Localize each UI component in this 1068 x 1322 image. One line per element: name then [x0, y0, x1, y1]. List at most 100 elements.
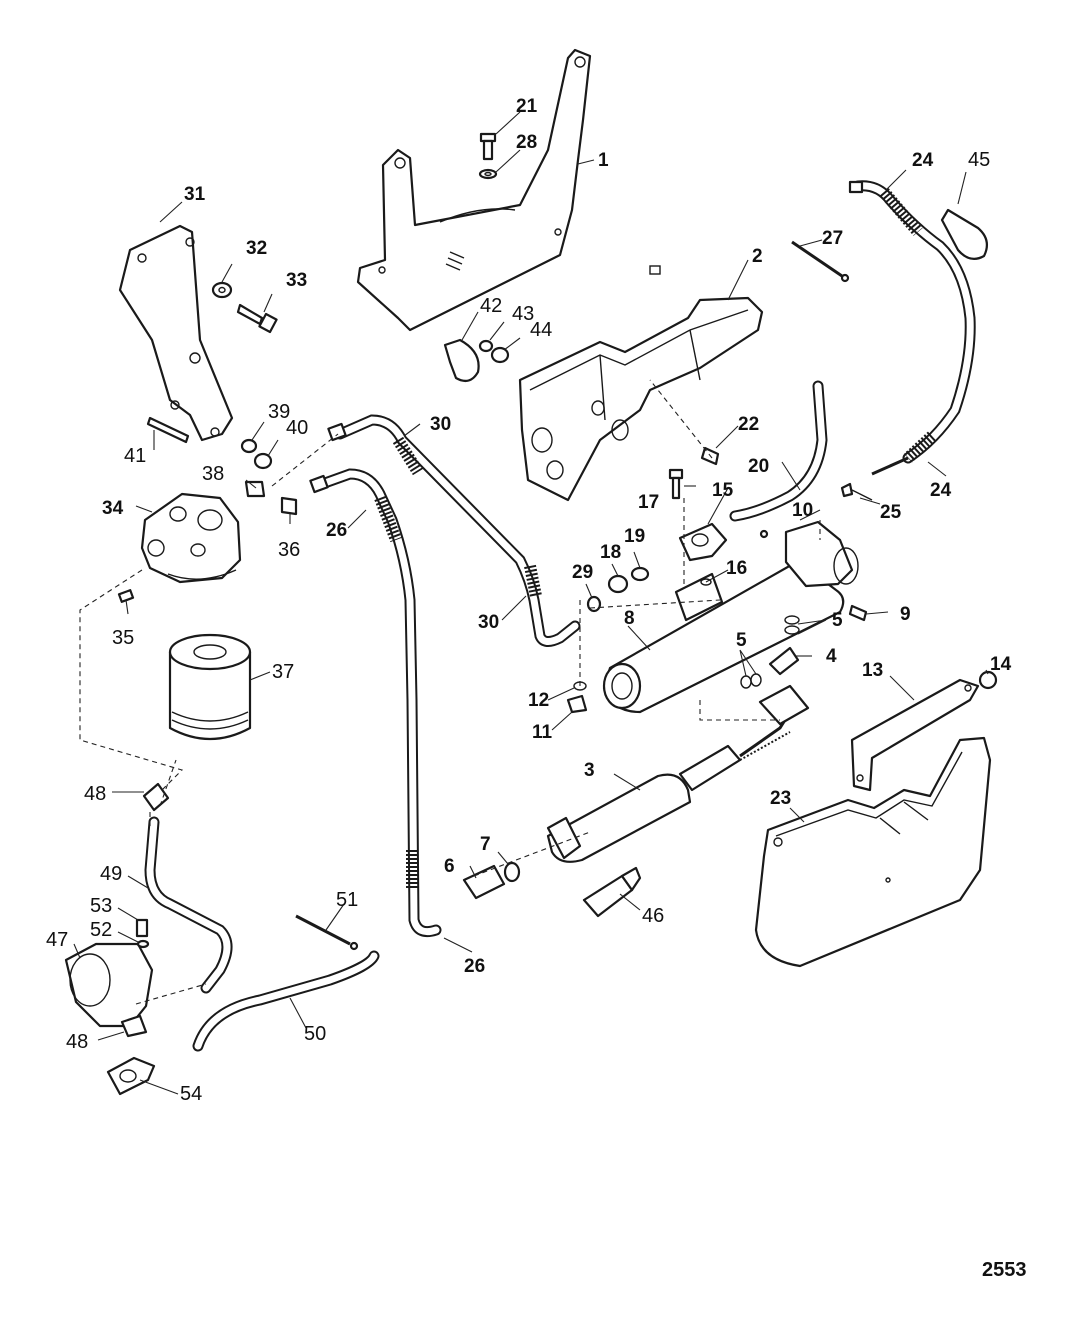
- part-5-orings: [740, 615, 800, 689]
- part-18-fitting: [607, 574, 629, 594]
- callout-26a: 26: [326, 520, 347, 541]
- part-15-pressure-switch: [678, 522, 728, 562]
- figure-number: 2553: [982, 1259, 1027, 1281]
- callout-20: 20: [748, 456, 769, 477]
- callout-7: 7: [480, 834, 491, 855]
- part-43-washer: [478, 339, 494, 353]
- part-31-bracket: [118, 224, 234, 442]
- part-42-clamp: [443, 338, 480, 383]
- callout-42: 42: [480, 295, 502, 317]
- part-25-fitting: [840, 482, 873, 501]
- part-49-fuel-line: [144, 816, 233, 994]
- part-54-gasket: [106, 1056, 156, 1096]
- callout-8: 8: [624, 608, 635, 629]
- callout-18: 18: [600, 542, 621, 563]
- part-30-fuel-line: [327, 414, 581, 647]
- part-53-screw: [135, 918, 149, 938]
- callout-19: 19: [624, 526, 645, 547]
- callout-46: 46: [642, 905, 664, 927]
- callout-2: 2: [752, 246, 763, 267]
- callout-27: 27: [822, 228, 843, 249]
- callout-24b: 24: [930, 480, 952, 501]
- part-3-fuel-pump: [546, 684, 810, 863]
- callout-4: 4: [826, 646, 837, 667]
- callout-50: 50: [304, 1023, 326, 1045]
- callout-31: 31: [184, 184, 206, 205]
- callout-30b: 30: [478, 612, 499, 633]
- callout-10: 10: [792, 500, 813, 521]
- callout-54: 54: [180, 1083, 202, 1105]
- part-46-sealant-tube: [582, 866, 642, 918]
- part-32-washer: [211, 281, 233, 299]
- part-10-plug: [759, 529, 769, 539]
- callout-48a: 48: [84, 783, 106, 805]
- callout-11: 11: [532, 722, 553, 743]
- callout-24a: 24: [912, 150, 934, 171]
- part-27-cable-tie: [791, 240, 850, 283]
- callout-47: 47: [46, 929, 68, 951]
- part-36-fitting: [280, 496, 298, 516]
- part-35-plug: [117, 589, 135, 603]
- part-17-bolt: [668, 468, 684, 500]
- callout-36: 36: [278, 539, 300, 561]
- part-8-fuel-rail: [602, 520, 859, 714]
- part-51-cable-tie: [295, 914, 359, 951]
- assembly-lines: [79, 379, 821, 1005]
- callout-1: 1: [598, 150, 609, 171]
- part-34-filter-head: [140, 492, 242, 584]
- callout-17: 17: [638, 492, 659, 513]
- callout-labels: 1 2 3 4 5 5 6 7 8 9 10 11 12 13 14 15 16…: [46, 96, 1012, 1105]
- part-47-fuel-pump: [64, 942, 154, 1038]
- callout-33: 33: [286, 270, 307, 291]
- part-52-washer: [136, 939, 150, 949]
- part-13-bracket: [850, 678, 980, 792]
- callout-51: 51: [336, 889, 358, 911]
- part-33-bolt: [236, 303, 278, 334]
- callout-37: 37: [272, 661, 294, 683]
- callout-6: 6: [444, 856, 455, 877]
- part-9-screw: [848, 604, 868, 622]
- part-2-cover: [518, 265, 764, 502]
- callout-5b: 5: [736, 630, 747, 651]
- callout-53: 53: [90, 895, 112, 917]
- callout-28: 28: [516, 132, 537, 153]
- part-23-fuel-cooler: [754, 736, 992, 968]
- part-45-clip: [940, 208, 989, 261]
- callout-25: 25: [880, 502, 902, 523]
- callout-23: 23: [770, 788, 791, 809]
- callout-49: 49: [100, 863, 122, 885]
- callout-35: 35: [112, 627, 134, 649]
- callout-43: 43: [512, 303, 534, 325]
- part-20-tube: [729, 380, 828, 522]
- part-29-washer: [586, 595, 602, 613]
- callout-32: 32: [246, 238, 267, 259]
- callout-39: 39: [268, 401, 290, 423]
- callout-9: 9: [900, 604, 911, 625]
- callout-44: 44: [530, 319, 552, 341]
- part-11-valve: [566, 694, 588, 714]
- part-26-fuel-line: [309, 468, 442, 938]
- callout-13: 13: [862, 660, 883, 681]
- callout-34: 34: [102, 498, 124, 519]
- part-21-bolt: [479, 132, 497, 161]
- callout-12: 12: [528, 690, 549, 711]
- part-16-oring: [700, 578, 712, 586]
- callout-22: 22: [738, 414, 759, 435]
- callout-48b: 48: [66, 1031, 88, 1053]
- callout-14: 14: [990, 654, 1012, 675]
- callout-29: 29: [572, 562, 593, 583]
- callout-45: 45: [968, 149, 990, 171]
- part-6-fitting: [462, 864, 506, 900]
- part-38-fitting: [244, 480, 266, 498]
- part-4-fitting: [768, 646, 800, 676]
- callout-40: 40: [286, 417, 308, 439]
- part-24-hose: [848, 180, 976, 476]
- part-19-washer: [630, 566, 650, 582]
- callout-41: 41: [124, 445, 146, 467]
- callout-26b: 26: [464, 956, 485, 977]
- part-14-nut: [978, 670, 998, 690]
- callout-30a: 30: [430, 414, 451, 435]
- part-41-stud: [146, 416, 190, 444]
- part-39-washer: [240, 438, 258, 454]
- part-40-nut: [253, 452, 273, 470]
